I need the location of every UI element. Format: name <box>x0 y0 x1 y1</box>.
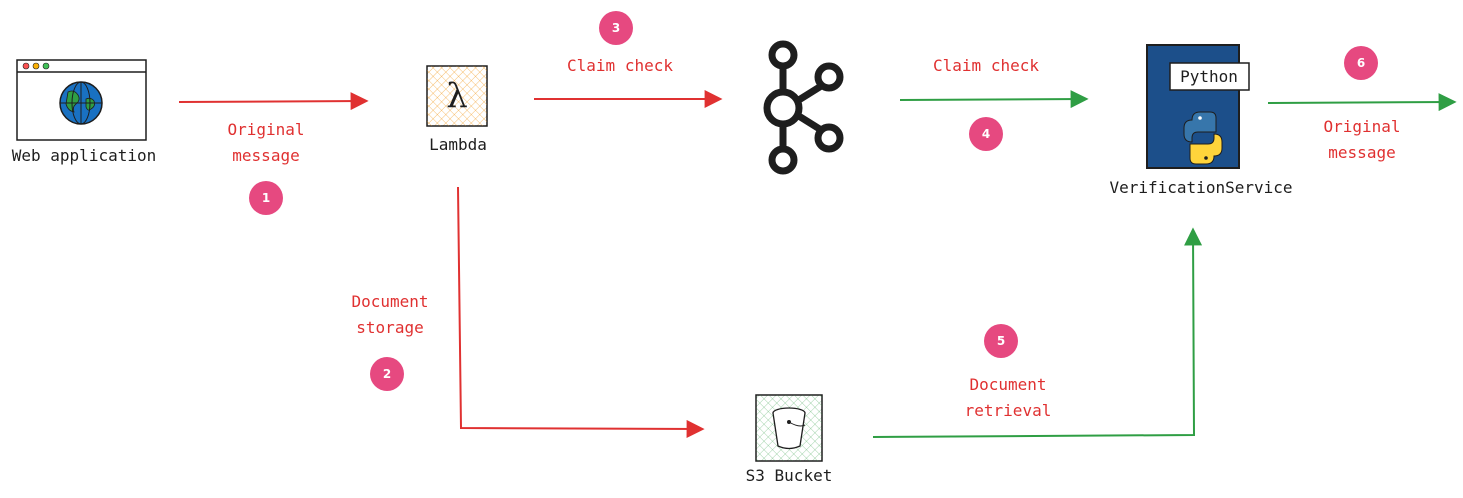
edge-claim-check-in: Claim check <box>899 56 1089 109</box>
verification-service-label: VerificationService <box>1109 178 1292 197</box>
claim-check-in-label: Claim check <box>933 56 1039 75</box>
browser-globe-icon <box>16 59 147 141</box>
svg-text:λ: λ <box>446 76 468 116</box>
edge-document-storage: Document storage <box>351 186 705 438</box>
step-badge-1: 1 <box>249 181 283 215</box>
step-badge-3: 3 <box>599 11 633 45</box>
svg-text:4: 4 <box>982 127 990 141</box>
s3-bucket-node: S3 Bucket <box>746 394 833 485</box>
step-badge-2: 2 <box>370 357 404 391</box>
s3-bucket-label: S3 Bucket <box>746 466 833 485</box>
claim-check-out-label: Claim check <box>567 56 673 75</box>
web-application-node: Web application <box>12 59 157 165</box>
kafka-node <box>763 40 844 175</box>
original-message-in-line-1: Original <box>227 120 304 139</box>
step-badge-5: 5 <box>984 324 1018 358</box>
edge-original-message-out: Original message <box>1267 93 1457 162</box>
step-badge-4: 4 <box>969 117 1003 151</box>
document-storage-line-2: storage <box>356 318 423 337</box>
web-application-label: Web application <box>12 146 157 165</box>
document-storage-line-1: Document <box>351 292 428 311</box>
svg-text:2: 2 <box>383 367 391 381</box>
svg-text:6: 6 <box>1357 56 1365 70</box>
original-message-in-line-2: message <box>232 146 299 165</box>
document-retrieval-line-2: retrieval <box>965 401 1052 420</box>
svg-text:3: 3 <box>612 21 620 35</box>
python-logo-icon <box>1183 111 1223 165</box>
verification-service-node: Python VerificationService <box>1109 44 1293 197</box>
aws-lambda-icon: λ <box>426 65 488 127</box>
edge-original-message-in: Original message <box>178 92 369 165</box>
s3-bucket-icon <box>755 394 823 462</box>
original-message-out-line-2: message <box>1328 143 1395 162</box>
edge-document-retrieval: Document retrieval <box>872 227 1203 438</box>
svg-text:5: 5 <box>997 334 1005 348</box>
svg-text:1: 1 <box>262 191 270 205</box>
original-message-out-line-1: Original <box>1323 117 1400 136</box>
python-service-icon <box>1146 44 1250 169</box>
lambda-label: Lambda <box>429 135 487 154</box>
lambda-node: λ Lambda <box>426 65 488 154</box>
python-tag-label: Python <box>1180 67 1238 86</box>
edge-claim-check-out: Claim check <box>534 56 723 108</box>
kafka-icon <box>763 40 844 175</box>
step-badge-6: 6 <box>1344 46 1378 80</box>
document-retrieval-line-1: Document <box>969 375 1046 394</box>
